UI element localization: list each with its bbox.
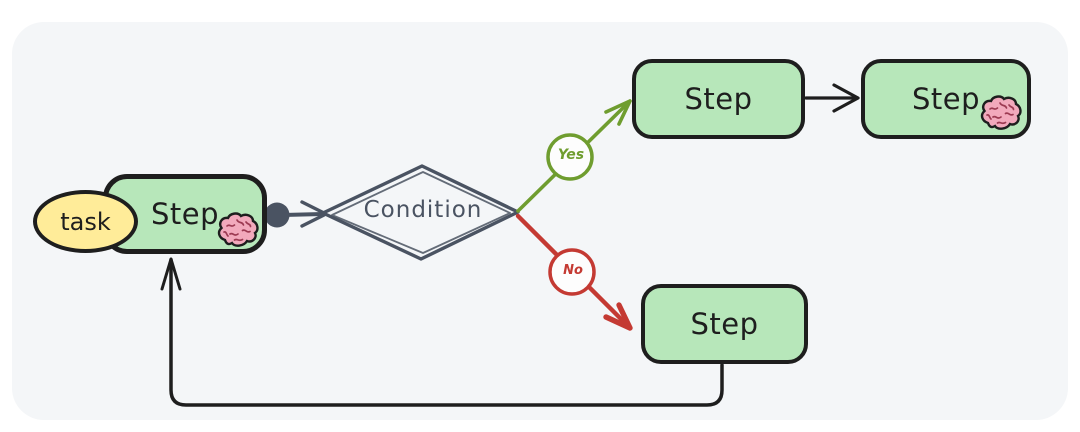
yes-edge-label: Yes [557,147,585,163]
step-yes-first-label: Step [684,82,753,116]
yes-badge-circle [546,133,594,181]
step-to-step-edge [804,83,860,113]
connector-dot [264,202,290,228]
step-no-label: Step [690,307,759,341]
no-edge-label: No [563,263,583,278]
step-main-label: Step [150,197,220,231]
edge-step-to-condition [264,200,326,228]
yes-edge [516,99,632,213]
step-no-node: Step [641,284,808,364]
loopback-edge [160,257,724,407]
step-yes-first-node: Step [632,59,805,139]
no-edge [515,213,633,331]
condition-label: Condition [363,197,483,223]
no-badge-circle [548,248,596,296]
step-yes-second-node: Step [861,59,1031,139]
task-label: task [60,207,111,236]
brain-icon [215,212,259,248]
step-yes-second-label: Step [911,82,981,116]
task-ellipse-node: task [33,190,138,253]
brain-icon [977,95,1023,131]
